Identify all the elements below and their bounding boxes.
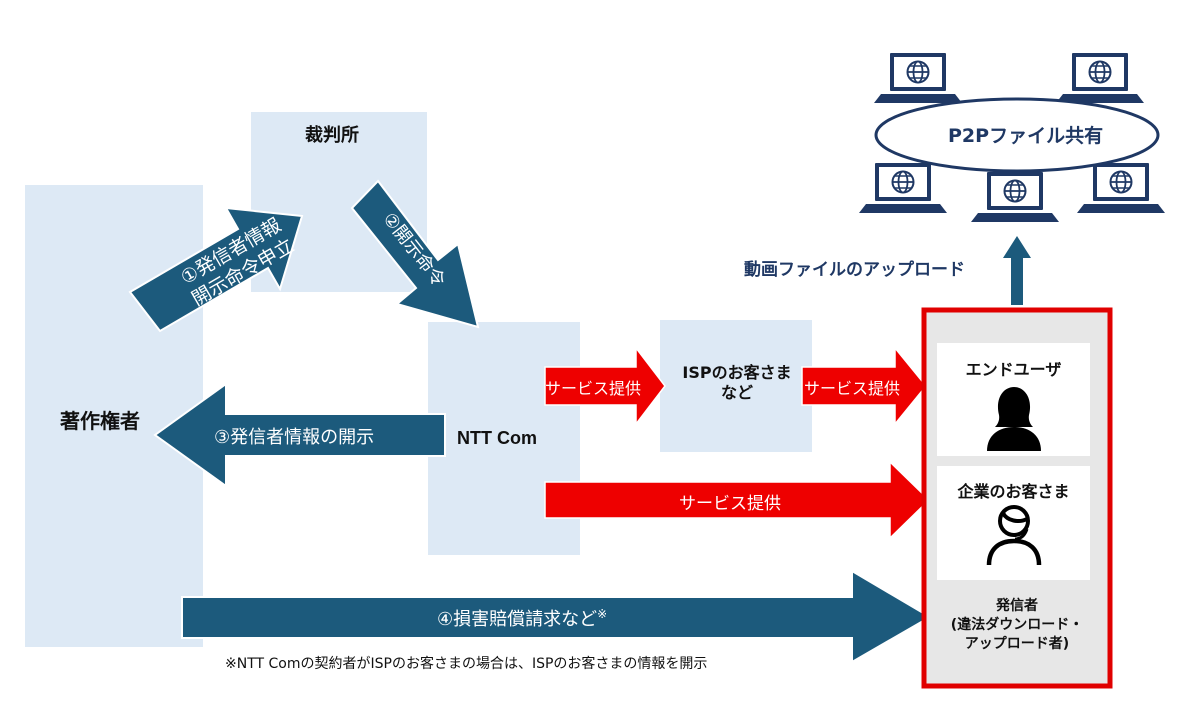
person-long-hair-icon	[987, 387, 1041, 451]
service-to-isp-label: サービス提供	[545, 379, 642, 398]
ntt-com-label: NTT Com	[457, 428, 537, 448]
p2p-label: P2Pファイル共有	[948, 125, 1104, 147]
damages-mark: ※	[597, 607, 608, 621]
disclosure-arrow-label: ③発信者情報の開示	[214, 427, 375, 448]
enterprise-label: 企業のお客さま	[957, 482, 1070, 501]
order-arrow	[350, 179, 480, 329]
service-to-isp-arrow	[544, 345, 666, 427]
service-to-enduser-arrow	[801, 345, 927, 427]
laptop-icon	[873, 52, 963, 104]
upload-arrow	[1003, 236, 1031, 305]
service-to-enterprise-arrow	[544, 460, 931, 540]
damages-arrow	[181, 569, 932, 664]
laptop-icon	[1055, 52, 1145, 104]
sender-label: 発信者 (違法ダウンロード・ アップロード者)	[950, 598, 1084, 652]
court-label: 裁判所	[305, 125, 359, 146]
request-arrow	[128, 206, 304, 333]
laptop-icon	[858, 162, 948, 214]
enterprise-card	[937, 466, 1090, 580]
person-headset-icon	[986, 505, 1042, 566]
copyright-holder-box	[25, 185, 203, 647]
damages-arrow-label: ④損害賠償請求など※	[437, 605, 607, 631]
upload-label: 動画ファイルのアップロード	[744, 260, 965, 280]
isp-customer-box	[660, 320, 812, 452]
laptop-icon	[1076, 162, 1166, 214]
damages-text: ④損害賠償請求など	[437, 609, 598, 630]
laptop-icon	[970, 171, 1060, 223]
isp-customer-label: ISPのお客さま など	[682, 363, 792, 402]
service-to-enterprise-label: サービス提供	[679, 494, 781, 514]
p2p-ellipse	[874, 97, 1160, 173]
disclosure-arrow	[153, 382, 446, 488]
service-to-enduser-label: サービス提供	[804, 379, 901, 398]
copyright-holder-label: 著作権者	[60, 409, 140, 433]
end-user-label: エンドユーザ	[965, 360, 1062, 379]
footnote: ※NTT Comの契約者がISPのお客さまの場合は、ISPのお客さまの情報を開示	[225, 656, 708, 672]
